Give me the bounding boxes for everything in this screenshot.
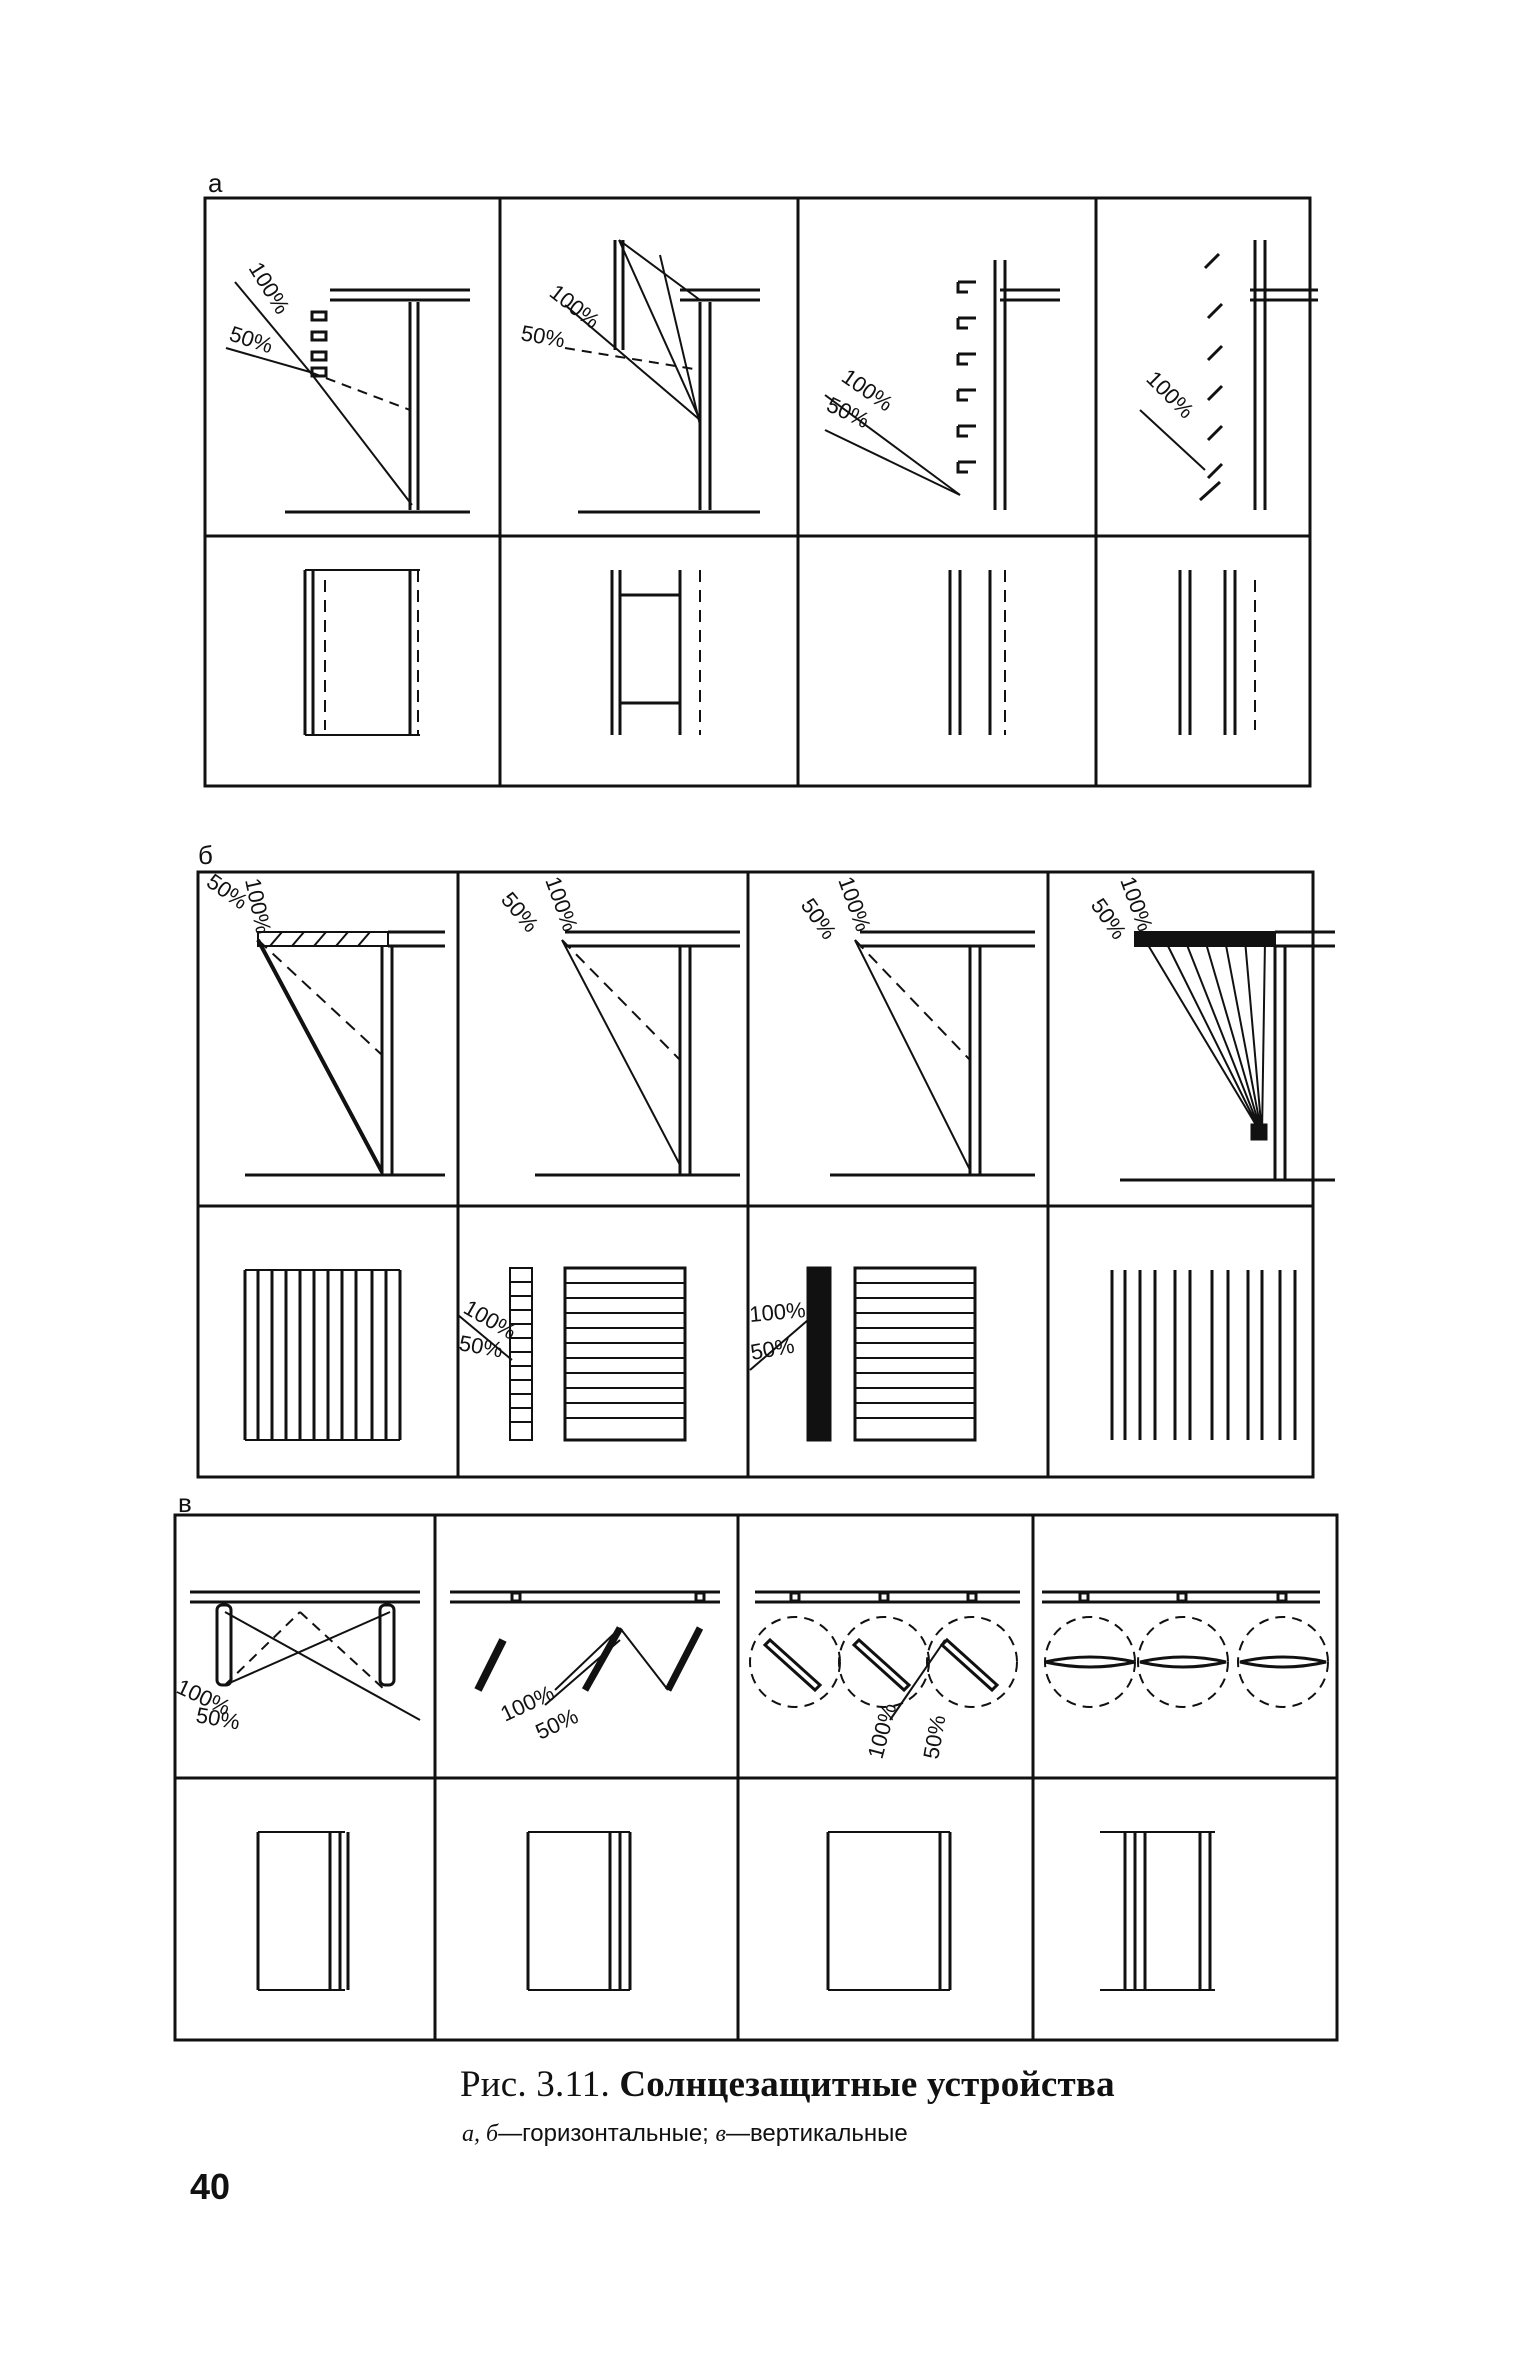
diagram-v-facades (256, 1831, 1215, 1991)
label-100-b1: 100% (240, 876, 276, 936)
figure-number: Рис. 3.11. (460, 2064, 610, 2105)
diagram-a-facades (303, 569, 1256, 736)
label-50-a1: 50% (226, 321, 276, 358)
percent-labels: 100% 50% 100% 50% 100% 50% 100% 100% 50%… (173, 257, 1199, 1761)
label-50-a2: 50% (519, 320, 567, 352)
group-b-panel (196, 870, 1315, 1479)
label-50-v1: 50% (194, 1702, 242, 1734)
label-100-a1: 100% (244, 257, 295, 318)
group-letter-b: б (198, 840, 213, 870)
label-50-b3-facade: 50% (749, 1333, 797, 1365)
label-100-a4: 100% (1141, 366, 1198, 423)
group-letter-v: в (178, 1488, 192, 1518)
diagram-v2-section (450, 1590, 720, 1706)
diagram-v4-section (1042, 1590, 1329, 1708)
figure-caption-title: Рис. 3.11. Солнцезащитные устройства (460, 2063, 1115, 2106)
diagram-v1-section (190, 1590, 421, 1721)
label-100-v3: 100% (863, 1700, 902, 1761)
label-50-v3: 50% (918, 1713, 950, 1761)
diagram-v3-section (749, 1590, 1020, 1721)
diagram-b4-section (1120, 930, 1335, 1182)
diagram-a3-section (824, 260, 1060, 510)
diagram-b-facades (243, 1266, 1297, 1442)
diagram-b1-section (245, 930, 445, 1177)
diagram-b2-section (535, 930, 740, 1177)
diagram-a4-section (1139, 240, 1318, 510)
label-50-b2: 50% (496, 887, 543, 937)
diagram-a1-section (225, 281, 470, 514)
page-number: 40 (190, 2166, 231, 2207)
caption-vertical: —вертикальные (725, 2120, 908, 2147)
label-50-b3: 50% (796, 894, 842, 944)
caption-letter-v: в (715, 2121, 726, 2147)
diagram-b3-section (830, 930, 1035, 1177)
group-v-panel (173, 1513, 1339, 2042)
label-50-b1: 50% (202, 869, 252, 915)
group-letter-a: а (208, 168, 223, 198)
diagram-a2-section (564, 239, 760, 514)
group-a-panel (203, 196, 1312, 788)
label-100-b3-facade: 100% (748, 1297, 806, 1327)
figure-caption-sub: а, б—горизонтальные; в—вертикальные (462, 2120, 908, 2148)
caption-letters-ab: а, б (462, 2121, 499, 2147)
caption-horizontal: —горизонтальные; (498, 2120, 709, 2147)
figure-title: Солнцезащитные устройства (619, 2064, 1115, 2105)
label-100-b2: 100% (540, 873, 583, 934)
